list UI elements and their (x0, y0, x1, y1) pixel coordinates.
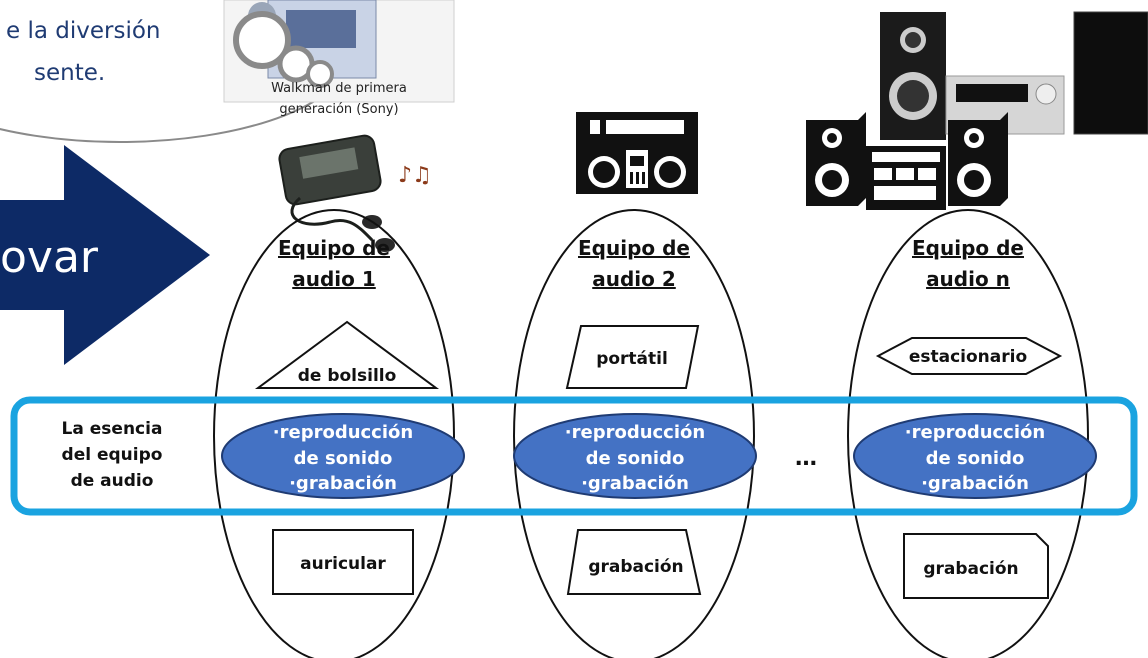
svg-text:♪♫: ♪♫ (398, 163, 432, 188)
device-3-form-shape (875, 337, 1063, 375)
device-1-feature: auricular (300, 554, 386, 574)
device-2-feature-shape (566, 529, 702, 595)
core-2-line-1: ·reproducción (565, 422, 705, 443)
device-2-form: portátil (596, 349, 668, 369)
device-1-title-line-2: audio 1 (292, 267, 376, 291)
core-3-line-1: ·reproducción (905, 422, 1045, 443)
walkman-icon: ♪♫ (278, 134, 432, 252)
core-3-line-3: ·grabación (921, 473, 1029, 494)
device-2-title-line-1: Equipo de (578, 236, 690, 260)
device-1-form-shape (254, 320, 440, 389)
device-column-3: Equipo de audio n estacionario grabación (847, 209, 1089, 658)
core-2-line-3: ·grabación (581, 473, 689, 494)
device-1-form: de bolsillo (298, 366, 397, 386)
thought-text-line-1: e la diversión (6, 18, 161, 44)
device-1-feature-shape (272, 529, 414, 595)
core-function-2: ·reproducción de sonido ·grabación (513, 413, 757, 499)
core-3-line-2: de sonido (926, 448, 1025, 469)
essence-highlight-band (10, 396, 1138, 516)
essence-row-label: La esencia del equipo de audio (62, 419, 163, 491)
device-2-form-shape (565, 325, 700, 389)
device-3-title-line-2: audio n (926, 267, 1010, 291)
device-3-title-line-1: Equipo de (912, 236, 1024, 260)
device-3-form: estacionario (909, 347, 1027, 367)
row-label-line-1: La esencia (62, 419, 163, 439)
device-3-feature-shape (903, 533, 1049, 599)
core-function-1: ·reproducción de sonido ·grabación (221, 413, 465, 499)
walkman-photo: Walkman de primera generación (Sony) (223, 0, 455, 117)
photo-caption-line-1: Walkman de primera (271, 81, 407, 96)
core-function-3: ·reproducción de sonido ·grabación (853, 413, 1097, 499)
innovate-arrow: ovar (0, 145, 210, 365)
core-2-line-2: de sonido (586, 448, 685, 469)
device-column-1: Equipo de audio 1 de bolsillo auricular (213, 209, 455, 658)
photo-caption-line-2: generación (Sony) (279, 102, 398, 117)
device-1-title-line-1: Equipo de (278, 236, 390, 260)
ellipsis-more-devices: … (795, 446, 817, 471)
device-2-feature: grabación (588, 557, 683, 577)
device-3-feature: grabación (923, 559, 1018, 579)
thought-text-line-2: sente. (34, 60, 105, 86)
boombox-icon (576, 112, 698, 194)
row-label-line-2: del equipo (62, 445, 163, 465)
core-1-line-3: ·grabación (289, 473, 397, 494)
row-label-line-3: de audio (71, 471, 154, 491)
core-1-line-1: ·reproducción (273, 422, 413, 443)
device-2-title-line-2: audio 2 (592, 267, 676, 291)
stereo-system-icon (806, 11, 1148, 210)
device-column-2: Equipo de audio 2 portátil grabación (513, 209, 755, 658)
core-1-line-2: de sonido (294, 448, 393, 469)
arrow-label: ovar (0, 232, 99, 283)
